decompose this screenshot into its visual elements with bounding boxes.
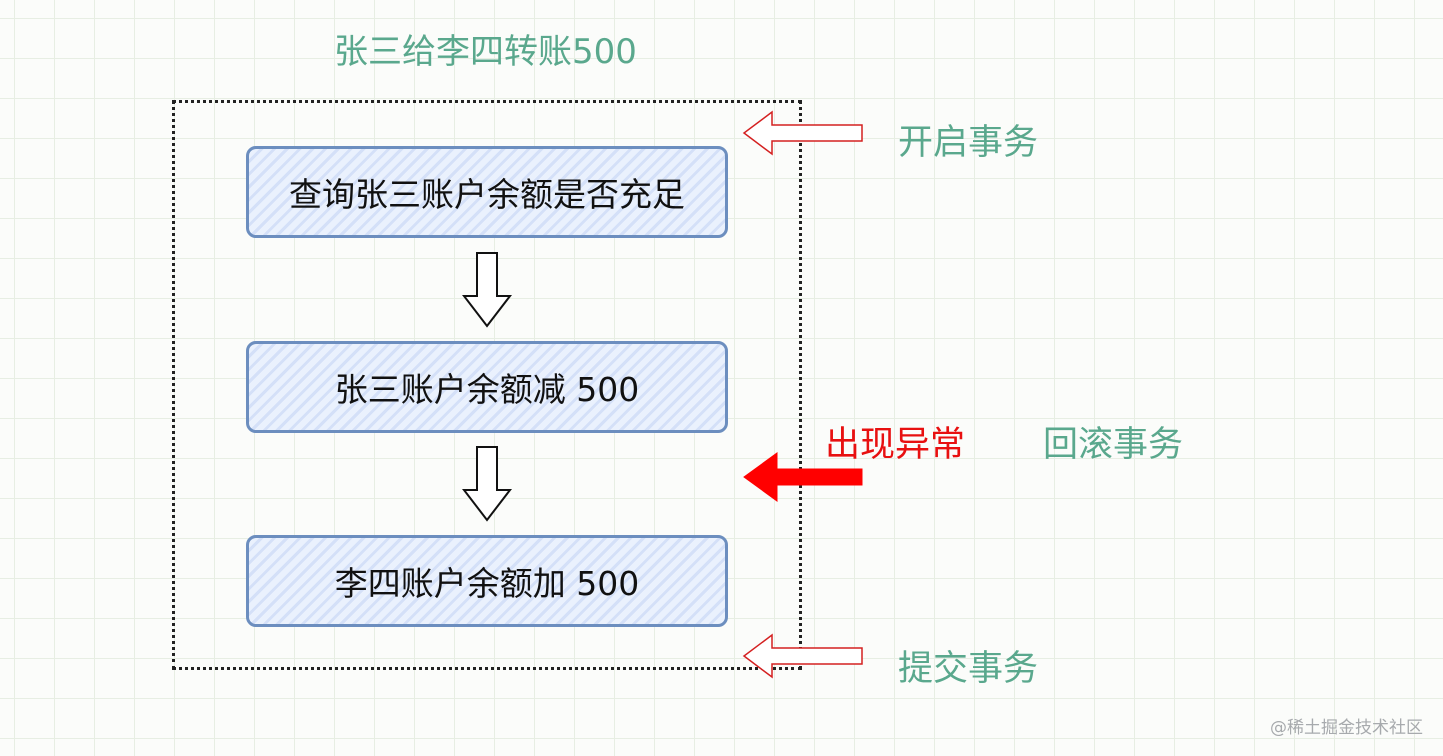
- diagram-title: 张三给李四转账500: [334, 32, 637, 72]
- begin-transaction-label: 开启事务: [898, 123, 1039, 163]
- left-arrow-icon: [742, 633, 863, 679]
- step-debit-label: 张三账户余额减 500: [334, 370, 640, 409]
- exception-arrow-icon: [743, 452, 863, 502]
- step-credit-box: 李四账户余额加 500: [246, 535, 728, 627]
- down-arrow-icon: [462, 446, 512, 522]
- commit-transaction-label: 提交事务: [898, 649, 1039, 689]
- step-credit-label: 李四账户余额加 500: [334, 564, 640, 603]
- watermark: @稀土掘金技术社区: [1270, 718, 1423, 738]
- exception-label: 出现异常: [825, 425, 966, 465]
- step-check-balance-label: 查询张三账户余额是否充足: [289, 175, 685, 214]
- transaction-boundary: [172, 100, 802, 670]
- step-debit-box: 张三账户余额减 500: [246, 341, 728, 433]
- down-arrow-icon: [462, 252, 512, 328]
- left-arrow-icon: [742, 110, 863, 156]
- rollback-transaction-label: 回滚事务: [1043, 425, 1184, 465]
- step-check-balance-box: 查询张三账户余额是否充足: [246, 146, 728, 238]
